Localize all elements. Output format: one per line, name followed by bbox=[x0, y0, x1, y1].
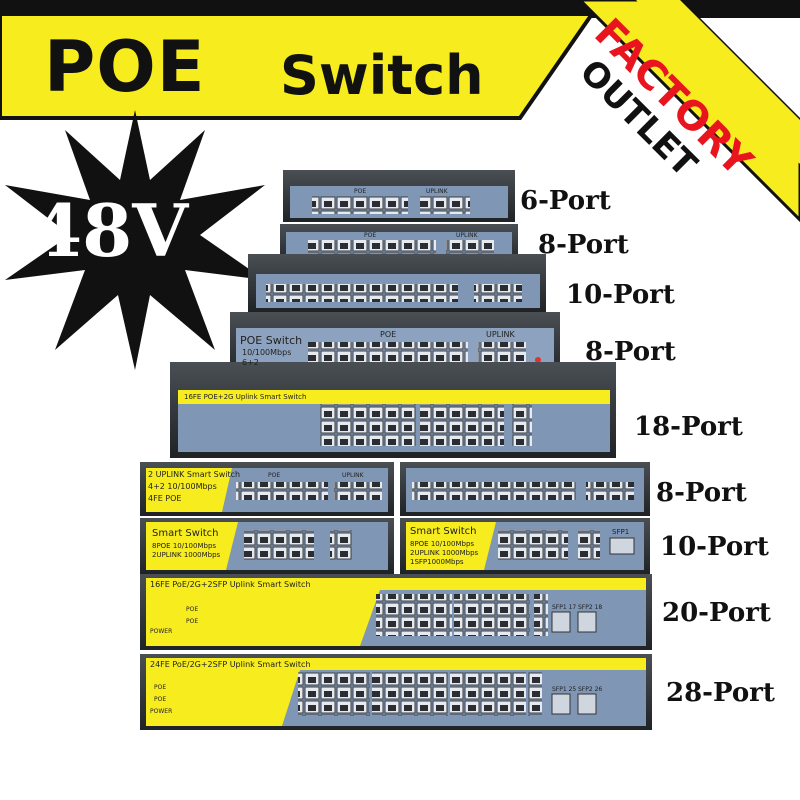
switch-10-port-b bbox=[140, 518, 650, 574]
sw4-line1: 10/100Mbps bbox=[242, 348, 292, 357]
sw8-row1: POE bbox=[186, 606, 199, 613]
sw6-title: 2 UPLINK Smart Switch bbox=[148, 470, 241, 479]
sw6-poe-label: POE bbox=[268, 472, 281, 479]
switch-18-port bbox=[170, 362, 616, 458]
sw7b-line3: 1SFP1000Mbps bbox=[410, 558, 464, 566]
sw4-line2: 6+2 bbox=[242, 358, 259, 367]
sw9-sfp1: SFP1 25 bbox=[552, 686, 577, 693]
sw9-title: 24FE PoE/2G+2SFP Uplink Smart Switch bbox=[150, 660, 311, 669]
sw4-title: POE Switch bbox=[240, 334, 303, 347]
sw8-power: POWER bbox=[150, 628, 173, 635]
switch-6-port bbox=[283, 170, 515, 222]
switch-8-port-c bbox=[140, 462, 650, 516]
sw2-uplink-label: UPLINK bbox=[456, 232, 478, 239]
sw7a-title: Smart Switch bbox=[152, 528, 219, 539]
switch-28-port bbox=[140, 654, 652, 730]
sw7a-line1: 8POE 10/100Mbps bbox=[152, 542, 217, 550]
factory-outlet-ribbon bbox=[577, 0, 800, 223]
sw8-sfp2: SFP2 18 bbox=[578, 604, 603, 611]
sw9-row1: POE bbox=[154, 684, 167, 691]
label-10-port-a: 10-Port bbox=[566, 280, 675, 310]
sw8-row2: POE bbox=[186, 618, 199, 625]
label-8-port-c: 8-Port bbox=[656, 478, 747, 508]
sw9-power: POWER bbox=[150, 708, 173, 715]
label-28-port: 28-Port bbox=[666, 678, 775, 708]
sw8-title: 16FE PoE/2G+2SFP Uplink Smart Switch bbox=[150, 580, 311, 589]
label-20-port: 20-Port bbox=[662, 598, 771, 628]
label-10-port-b: 10-Port bbox=[660, 532, 769, 562]
sw1-poe-label: POE bbox=[354, 188, 367, 195]
sw1-uplink-label: UPLINK bbox=[426, 188, 448, 195]
sw7b-line1: 8POE 10/100Mbps bbox=[410, 540, 475, 548]
label-6-port: 6-Port bbox=[520, 186, 611, 216]
sw6-line1: 4+2 10/100Mbps bbox=[148, 482, 217, 491]
label-18-port: 18-Port bbox=[634, 412, 743, 442]
sw9-sfp2: SFP2 26 bbox=[578, 686, 603, 693]
sw4-poe-label: POE bbox=[380, 330, 397, 339]
sw7b-line2: 2UPLINK 1000Mbps bbox=[410, 549, 479, 557]
sw8-sfp1: SFP1 17 bbox=[552, 604, 577, 611]
starburst-badge bbox=[5, 110, 265, 370]
sw7a-line2: 2UPLINK 1000Mbps bbox=[152, 551, 221, 559]
banner-subtitle: Switch bbox=[280, 44, 484, 107]
sw2-poe-label: POE bbox=[364, 232, 377, 239]
sw4-uplink-label: UPLINK bbox=[486, 330, 515, 339]
banner-title: POE bbox=[44, 26, 206, 108]
switch-20-port bbox=[140, 574, 652, 650]
sw5-title: 16FE POE+2G Uplink Smart Switch bbox=[184, 393, 307, 401]
sw7b-title: Smart Switch bbox=[410, 526, 477, 537]
sw9-row2: POE bbox=[154, 696, 167, 703]
voltage-label: 48V bbox=[32, 188, 189, 273]
switch-10-port-a bbox=[248, 254, 546, 312]
label-8-port-a: 8-Port bbox=[538, 230, 629, 260]
sw6-line2: 4FE POE bbox=[148, 494, 182, 503]
sw6-uplink-label: UPLINK bbox=[342, 472, 364, 479]
sw7-sfp-label: SFP1 bbox=[612, 528, 630, 536]
